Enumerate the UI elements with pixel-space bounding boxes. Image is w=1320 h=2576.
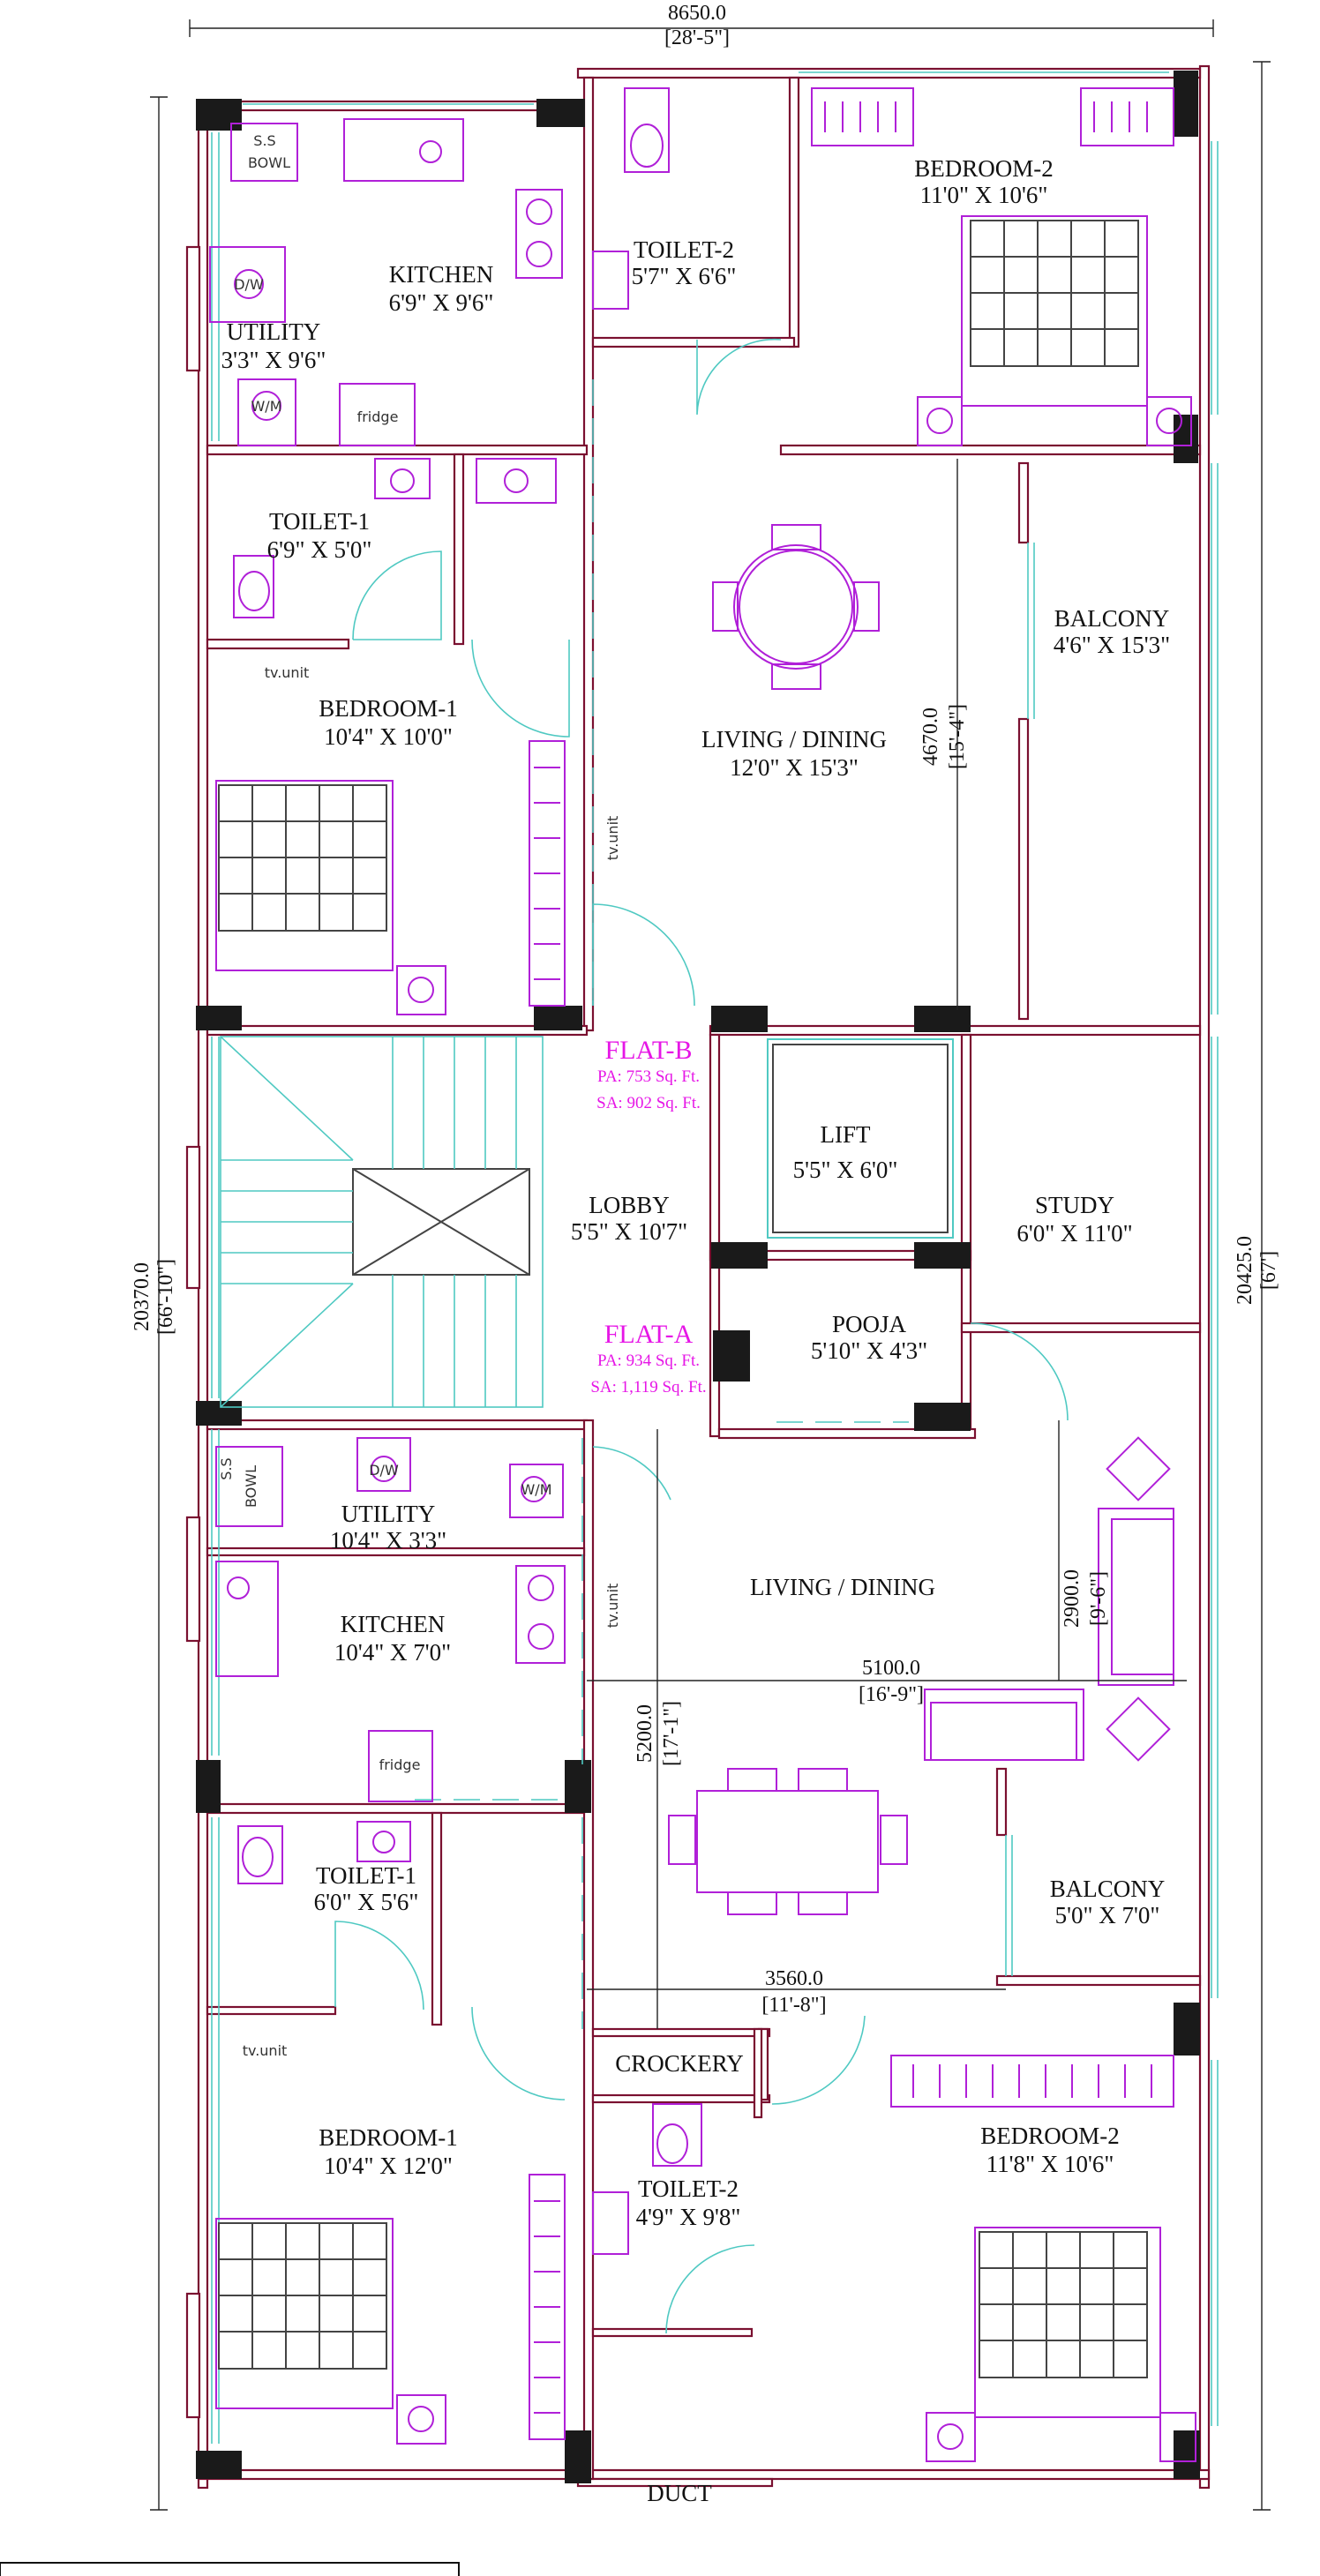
room-size-bedroom-1-a: 10'4" X 12'0" bbox=[324, 2153, 453, 2179]
room-name-bedroom-2-b: BEDROOM-2 bbox=[914, 155, 1054, 182]
living-a-v-dim-mm: 5200.0 bbox=[634, 1704, 656, 1763]
living-a-v-dim-ft: [17'-1"] bbox=[660, 1701, 683, 1766]
living-a-w-dim-mm: 3560.0 bbox=[765, 1967, 823, 1990]
room-size-toilet-2-b: 5'7" X 6'6" bbox=[632, 263, 737, 289]
windows bbox=[211, 71, 1219, 2444]
room-name-living-a: LIVING / DINING bbox=[750, 1574, 935, 1600]
room-size-lobby: 5'5" X 10'7" bbox=[571, 1218, 687, 1245]
top-dimension-ft: [28'-5"] bbox=[664, 26, 730, 49]
flat-b-plinth-area: PA: 753 Sq. Ft. bbox=[597, 1067, 700, 1086]
ss-bowl-label-2-b: BOWL bbox=[248, 154, 290, 171]
bed-flat-b-bedroom-2 bbox=[917, 215, 1192, 446]
wm-label-a: W/M bbox=[521, 1481, 551, 1498]
tv-unit-label-b1: tv.unit bbox=[265, 664, 310, 681]
room-name-kitchen-b: KITCHEN bbox=[389, 261, 493, 288]
bed-flat-a-bedroom-2 bbox=[926, 2227, 1196, 2462]
room-name-toilet-1-a: TOILET-1 bbox=[316, 1862, 416, 1889]
room-size-lift: 5'5" X 6'0" bbox=[793, 1157, 898, 1183]
room-name-lift: LIFT bbox=[821, 1121, 872, 1148]
room-name-toilet-1-b: TOILET-1 bbox=[269, 508, 370, 535]
right-dimension-ft: [67'] bbox=[1257, 1251, 1280, 1290]
room-size-bedroom-2-b: 11'0" X 10'6" bbox=[920, 182, 1048, 208]
flat-b-saleable-area: SA: 902 Sq. Ft. bbox=[596, 1094, 701, 1112]
kitchen-fixtures-flat-a bbox=[215, 1437, 702, 2255]
ss-bowl-label-2-a: BOWL bbox=[243, 1465, 259, 1508]
room-size-toilet-1-a: 6'0" X 5'6" bbox=[314, 1889, 419, 1915]
room-size-toilet-2-a: 4'9" X 9'8" bbox=[636, 2204, 741, 2230]
flat-a-title: FLAT-A bbox=[604, 1320, 694, 1349]
room-size-pooja: 5'10" X 4'3" bbox=[811, 1337, 927, 1364]
wm-label-b: W/M bbox=[251, 398, 281, 415]
living-a-w-dim-ft: [11'-8"] bbox=[761, 1994, 826, 2017]
room-name-balcony-b: BALCONY bbox=[1054, 605, 1170, 632]
room-name-toilet-2-b: TOILET-2 bbox=[634, 236, 734, 263]
interior-walls bbox=[206, 76, 1202, 2481]
dining-table-flat-b bbox=[712, 524, 880, 690]
sofa-dim-mm: 2900.0 bbox=[1061, 1569, 1084, 1628]
room-size-utility-a: 10'4" X 3'3" bbox=[330, 1527, 446, 1554]
flat-a-plinth-area: PA: 934 Sq. Ft. bbox=[597, 1352, 700, 1370]
room-name-crockery: CROCKERY bbox=[615, 2050, 744, 2077]
ss-bowl-label-1-a: S.S bbox=[218, 1457, 235, 1479]
room-size-balcony-a: 5'0" X 7'0" bbox=[1055, 1902, 1160, 1928]
room-size-kitchen-a: 10'4" X 7'0" bbox=[334, 1639, 451, 1666]
interior-dimension-lines bbox=[587, 459, 1187, 2029]
sofa-set-flat-a bbox=[924, 1436, 1174, 1762]
tv-unit-label-a1: tv.unit bbox=[604, 1584, 621, 1629]
living-b-dim-ft: [15'-4"] bbox=[946, 704, 969, 769]
title-block-frame bbox=[0, 2562, 460, 2576]
bed-flat-a-bedroom-1 bbox=[215, 2218, 446, 2445]
room-name-balcony-a: BALCONY bbox=[1050, 1876, 1166, 1902]
sofa-dim-ft: [9'-6"] bbox=[1087, 1571, 1110, 1626]
tv-unit-label-a2: tv.unit bbox=[243, 2042, 288, 2059]
room-name-bedroom-1-a: BEDROOM-1 bbox=[319, 2124, 458, 2151]
tv-unit-label-b2: tv.unit bbox=[604, 816, 621, 861]
living-b-dim-mm: 4670.0 bbox=[919, 708, 942, 766]
lift-car bbox=[767, 1038, 954, 1239]
staircase[interactable] bbox=[220, 1036, 544, 1408]
room-name-study: STUDY bbox=[1035, 1192, 1114, 1218]
room-size-utility-b: 3'3" X 9'6" bbox=[221, 347, 326, 373]
room-name-toilet-2-a: TOILET-2 bbox=[638, 2175, 739, 2202]
ss-bowl-label-1-b: S.S bbox=[253, 132, 275, 149]
dw-label-b: D/W bbox=[234, 276, 264, 293]
room-name-pooja: POOJA bbox=[832, 1311, 907, 1337]
living-a-h-dim-ft: [16'-9"] bbox=[859, 1683, 924, 1706]
dw-label-a: D/W bbox=[369, 1462, 399, 1479]
left-dimension-mm: 20370.0 bbox=[131, 1262, 154, 1331]
right-dimension-mm: 20425.0 bbox=[1234, 1236, 1256, 1305]
room-name-utility-a: UTILITY bbox=[341, 1501, 435, 1527]
structural-columns bbox=[196, 71, 1200, 2483]
fridge-label-a: fridge bbox=[379, 1756, 421, 1773]
living-a-h-dim-mm: 5100.0 bbox=[862, 1657, 920, 1680]
left-dimension-ft: [66'-10"] bbox=[154, 1259, 177, 1335]
room-name-duct: DUCT bbox=[647, 2480, 712, 2506]
room-name-lobby: LOBBY bbox=[589, 1192, 670, 1218]
overall-dimensions bbox=[150, 19, 1271, 2511]
room-name-utility-b: UTILITY bbox=[227, 318, 320, 345]
bed-flat-b-bedroom-1 bbox=[215, 780, 446, 1015]
flat-a-saleable-area: SA: 1,119 Sq. Ft. bbox=[590, 1378, 706, 1397]
wardrobes bbox=[529, 87, 1174, 2440]
room-size-bedroom-2-a: 11'8" X 10'6" bbox=[986, 2151, 1114, 2177]
dining-table-flat-a bbox=[668, 1768, 908, 1915]
room-name-living-b: LIVING / DINING bbox=[701, 726, 887, 753]
room-name-bedroom-2-a: BEDROOM-2 bbox=[980, 2123, 1120, 2149]
room-name-bedroom-1-b: BEDROOM-1 bbox=[319, 695, 458, 722]
room-size-kitchen-b: 6'9" X 9'6" bbox=[389, 289, 494, 316]
kitchen-fixtures-flat-b bbox=[209, 87, 670, 618]
room-size-toilet-1-b: 6'9" X 5'0" bbox=[267, 536, 372, 563]
room-size-balcony-b: 4'6" X 15'3" bbox=[1054, 632, 1170, 658]
doors bbox=[334, 338, 1069, 2334]
flat-b-title: FLAT-B bbox=[605, 1036, 693, 1065]
room-size-living-b: 12'0" X 15'3" bbox=[730, 754, 859, 781]
fridge-label-b: fridge bbox=[357, 408, 399, 425]
room-name-kitchen-a: KITCHEN bbox=[341, 1611, 445, 1637]
room-size-bedroom-1-b: 10'4" X 10'0" bbox=[324, 723, 453, 750]
top-dimension-mm: 8650.0 bbox=[668, 2, 726, 25]
room-size-study: 6'0" X 11'0" bbox=[1016, 1220, 1132, 1247]
